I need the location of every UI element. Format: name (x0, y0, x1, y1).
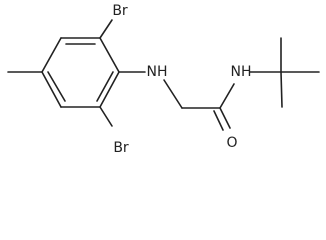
bond-carbonyl-double-2 (213, 110, 224, 131)
bond-carbonyl-carbon-to-amide-nitrogen (219, 83, 235, 109)
carbonyl-oxygen-label: O (226, 135, 237, 151)
bromine-top-label: Br (112, 3, 128, 19)
ring-bond-c2-c3 (99, 71, 120, 108)
bond-carbonyl-double-1 (219, 107, 231, 129)
structure-drawing: Br Br NH NH O (7, 3, 320, 155)
ring-bond-c5-c6 (41, 37, 62, 73)
ring-double-bond-left (47, 71, 66, 102)
ring-bond-c1-c2 (99, 37, 120, 73)
benzene-ring (41, 37, 120, 108)
ring-double-bond-right (96, 71, 114, 102)
bond-tertiary-carbon-to-lower-methyl (280, 71, 283, 108)
bond-ring-to-bromine-bottom (99, 106, 113, 127)
molecule-diagram: Br Br NH NH O (7, 3, 320, 155)
ring-bond-c4-c5 (41, 71, 62, 108)
amine-nitrogen-label: NH (147, 64, 168, 80)
bromine-bottom-label: Br (113, 140, 129, 155)
bond-ring-to-bromine-top (99, 19, 113, 39)
bond-amine-to-methylene (163, 79, 183, 109)
amide-nitrogen-label: NH (231, 64, 252, 80)
